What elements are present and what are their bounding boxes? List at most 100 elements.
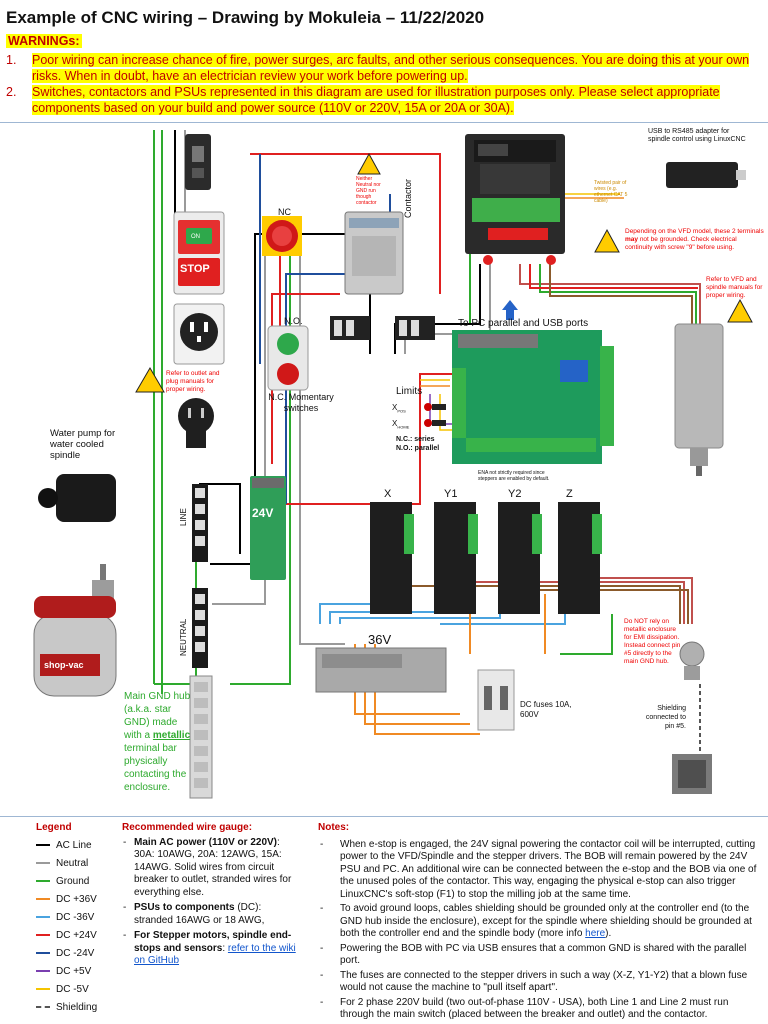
neutral-label: NEUTRAL — [179, 618, 188, 656]
dc-fuses-label: DC fuses 10A, 600V — [520, 700, 572, 719]
warning-number: 2. — [6, 85, 17, 99]
legend-item: Shielding — [36, 1002, 97, 1013]
wall-outlet — [173, 303, 225, 365]
driver-label-x: X — [384, 488, 392, 500]
ena-note: ENA not strictly required since steppers… — [478, 470, 550, 482]
x-home-text: X — [392, 419, 398, 428]
footer-divider — [0, 816, 768, 817]
vfd-ground-note: Depending on the VFD model, these 2 term… — [625, 228, 765, 252]
legend-label: DC +24V — [56, 930, 97, 941]
header-divider — [0, 122, 768, 123]
legend-item: Neutral — [36, 858, 88, 869]
note-text-after: ). — [605, 928, 612, 939]
wire-gauge-item-title: For Stepper motors, spindle end-stops an… — [134, 930, 292, 954]
legend-label: Neutral — [56, 858, 89, 869]
vfd-manual-note: Refer to VFD and spindle manuals for pro… — [706, 276, 763, 299]
wire-gauge-section: Recommended wire gauge: Main AC power (1… — [122, 822, 302, 971]
warning-text: Poor wiring can increase chance of fire,… — [32, 53, 750, 83]
x-home-label: XHOME — [392, 418, 409, 433]
legend-item: DC +24V — [36, 930, 97, 941]
legend-label: AC Line — [56, 840, 92, 851]
circuit-breaker — [185, 134, 211, 190]
ground-hub-metallic: metallic — [152, 730, 191, 741]
legend-swatch — [36, 844, 50, 847]
wire-gauge-item-title: PSUs to components — [134, 902, 235, 913]
power-plug — [178, 398, 214, 448]
notes-heading: Notes: — [318, 822, 350, 833]
legend-item: DC -5V — [36, 984, 89, 995]
x-pos-label: XPOS — [392, 402, 406, 417]
vfd-note-text-b: not be grounded. Check electrical contin… — [625, 236, 737, 251]
driver-label-y1: Y1 — [444, 488, 458, 500]
driver-label-z: Z — [566, 488, 573, 500]
usb-adapter-label: USB to RS485 adapter for spindle control… — [648, 128, 746, 143]
momentary-label: N.C. Momentary switches — [268, 392, 334, 413]
contactor — [344, 211, 404, 295]
driver-label-y2: Y2 — [508, 488, 522, 500]
note-item: To avoid ground loops, cables shielding … — [320, 903, 758, 941]
psu-36v-label: 36V — [368, 632, 392, 647]
breakout-board — [452, 330, 614, 464]
nc-label: NC — [278, 207, 291, 217]
vfd-drive — [465, 134, 565, 265]
usb-rs485-adapter — [666, 162, 746, 188]
main-switch — [173, 211, 225, 295]
limit-switches — [424, 403, 446, 427]
legend-label: DC -36V — [56, 912, 95, 923]
psu-24v-label: 24V — [252, 506, 274, 520]
legend-swatch — [36, 862, 50, 865]
estop-button — [262, 216, 302, 256]
legend-swatch — [36, 1006, 50, 1009]
legend-swatch — [36, 970, 50, 973]
wiring-diagram — [33, 130, 753, 799]
note-item: When e-stop is engaged, the 24V signal p… — [320, 839, 758, 902]
momentary-switch — [267, 325, 309, 391]
legend-item: Ground — [36, 876, 89, 887]
vfd-note-text-a: Depending on the VFD model, these 2 term… — [625, 228, 764, 235]
more-info-link[interactable]: here — [585, 928, 606, 939]
shop-vac — [33, 596, 117, 697]
legend-swatch — [36, 916, 50, 919]
warning-item-2: 2. Switches, contactors and PSUs represen… — [6, 84, 752, 116]
stop-label: STOP — [180, 263, 210, 275]
contactor-note: Neither Neutral nor GND run though conta… — [356, 176, 381, 206]
aviation-connector — [679, 641, 705, 680]
warning-text: Switches, contactors and PSUs represente… — [32, 85, 720, 115]
warning-item-1: 1.Poor wiring can increase chance of fir… — [6, 52, 752, 84]
spindle-wires — [519, 264, 701, 324]
legend-label: DC +36V — [56, 894, 97, 905]
wire-gauge-item-text: : — [222, 942, 228, 954]
stepper-drivers — [370, 502, 602, 614]
notes-section: Notes: When e-stop is engaged, the 24V s… — [318, 822, 758, 1024]
x-pos-text: X — [392, 403, 398, 412]
emi-note: Do NOT rely on metallic enclosure for EM… — [624, 618, 681, 665]
twisted-pair-label: Twisted pair of wires (e.g. ethernet CAT… — [594, 180, 628, 204]
ground-hub-text-a: Main GND hub (a.k.a. star GND) made with… — [124, 691, 191, 741]
note-item: Powering the BOB with PC via USB ensures… — [320, 943, 758, 968]
legend-swatch — [36, 934, 50, 937]
wire-gauge-item: For Stepper motors, spindle end-stops an… — [123, 930, 302, 968]
stepper-motor — [672, 754, 712, 794]
legend-item: DC +36V — [36, 894, 97, 905]
limits-label: Limits — [396, 386, 423, 397]
legend-item: DC -36V — [36, 912, 94, 923]
legend-swatch — [36, 988, 50, 991]
wire-gauge-item-text: (DC): stranded 16AWG or 18 AWG, — [134, 902, 265, 926]
x-home-sub: HOME — [397, 424, 410, 430]
nc-series-label: N.C.: series — [396, 436, 435, 443]
psu-24v — [250, 476, 286, 580]
note-item: The fuses are connected to the stepper d… — [320, 970, 758, 995]
legend-label: DC -24V — [56, 948, 95, 959]
wire-gauge-heading: Recommended wire gauge: — [122, 822, 253, 833]
neutral-terminal-block — [192, 588, 208, 668]
legend-item: AC Line — [36, 840, 92, 851]
note-item: For 2 phase 220V build (two out-of-phase… — [320, 997, 758, 1022]
legend-swatch — [36, 952, 50, 955]
legend-label: DC +5V — [56, 966, 92, 977]
dc-fuses — [477, 669, 515, 731]
spindle — [674, 323, 724, 476]
pc-ports-label: To PC parallel and USB ports — [458, 318, 589, 329]
github-wiki-link[interactable]: refer to the wiki on GitHub — [134, 942, 296, 967]
warnings-heading: WARNINGs: — [6, 34, 82, 48]
legend-swatch — [36, 880, 50, 883]
